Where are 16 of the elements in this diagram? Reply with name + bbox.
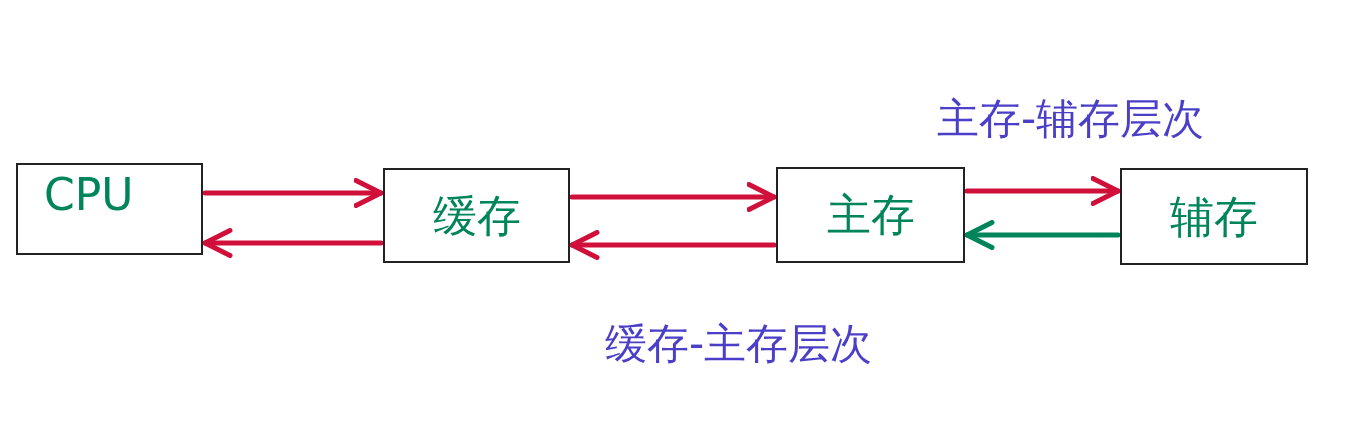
box-label: CPU (44, 173, 134, 217)
box-label: 主存 (826, 193, 915, 237)
box-label: 缓存 (432, 193, 521, 238)
level-label: 主存-辅存层次 (937, 98, 1205, 140)
process-box (1120, 168, 1308, 265)
arrow (569, 230, 777, 260)
arrow (964, 220, 1121, 250)
process-box (383, 168, 570, 263)
level-label: 缓存-主存层次 (605, 323, 873, 365)
arrow (569, 182, 777, 212)
box-label: 辅存 (1170, 194, 1258, 239)
process-box (776, 167, 965, 263)
process-box (16, 163, 203, 255)
arrow (202, 228, 384, 258)
arrow (202, 178, 384, 208)
arrow (964, 176, 1121, 206)
